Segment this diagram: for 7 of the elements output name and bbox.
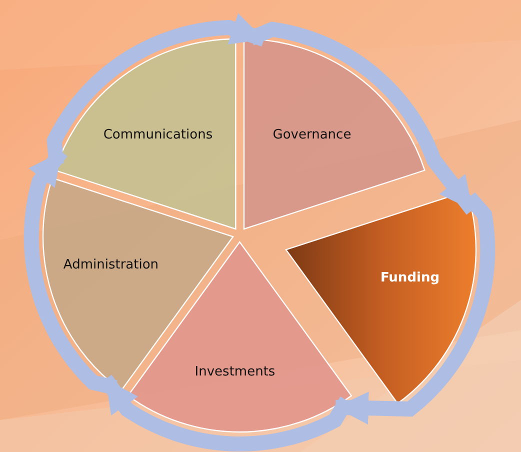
segment-label: Funding: [380, 270, 440, 286]
segment-label: Governance: [272, 127, 352, 142]
segment-label: Administration: [63, 257, 159, 272]
curved-arrow: [335, 192, 495, 425]
segment-label: Communications: [103, 127, 213, 142]
segment-label: Investments: [194, 364, 276, 380]
curved-arrow: [46, 13, 266, 165]
